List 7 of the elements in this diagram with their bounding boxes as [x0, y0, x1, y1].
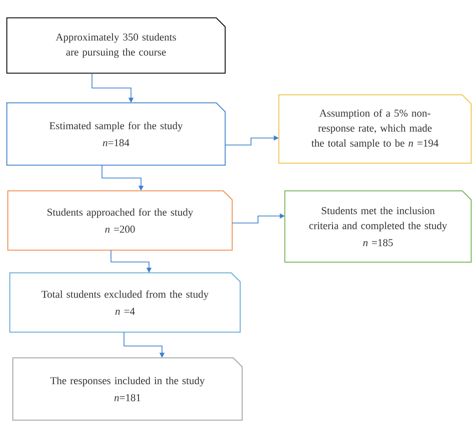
flow-box: Students met the inclusion criteria and completed the study n =185 [284, 190, 472, 263]
flow-box: The responses included in the study n=181 [12, 357, 243, 421]
flow-box: Assumption of a 5% non-response rate, which made the total sample to be n =194 [278, 94, 472, 164]
flow-box: Total students excluded from the study n =4 [9, 272, 241, 333]
flow-box: Estimated sample for the study n=184 [6, 102, 226, 166]
flow-box: Students approached for the study n =200 [7, 190, 233, 251]
flow-box: Approximately 350 students are pursuing the course [6, 17, 226, 74]
